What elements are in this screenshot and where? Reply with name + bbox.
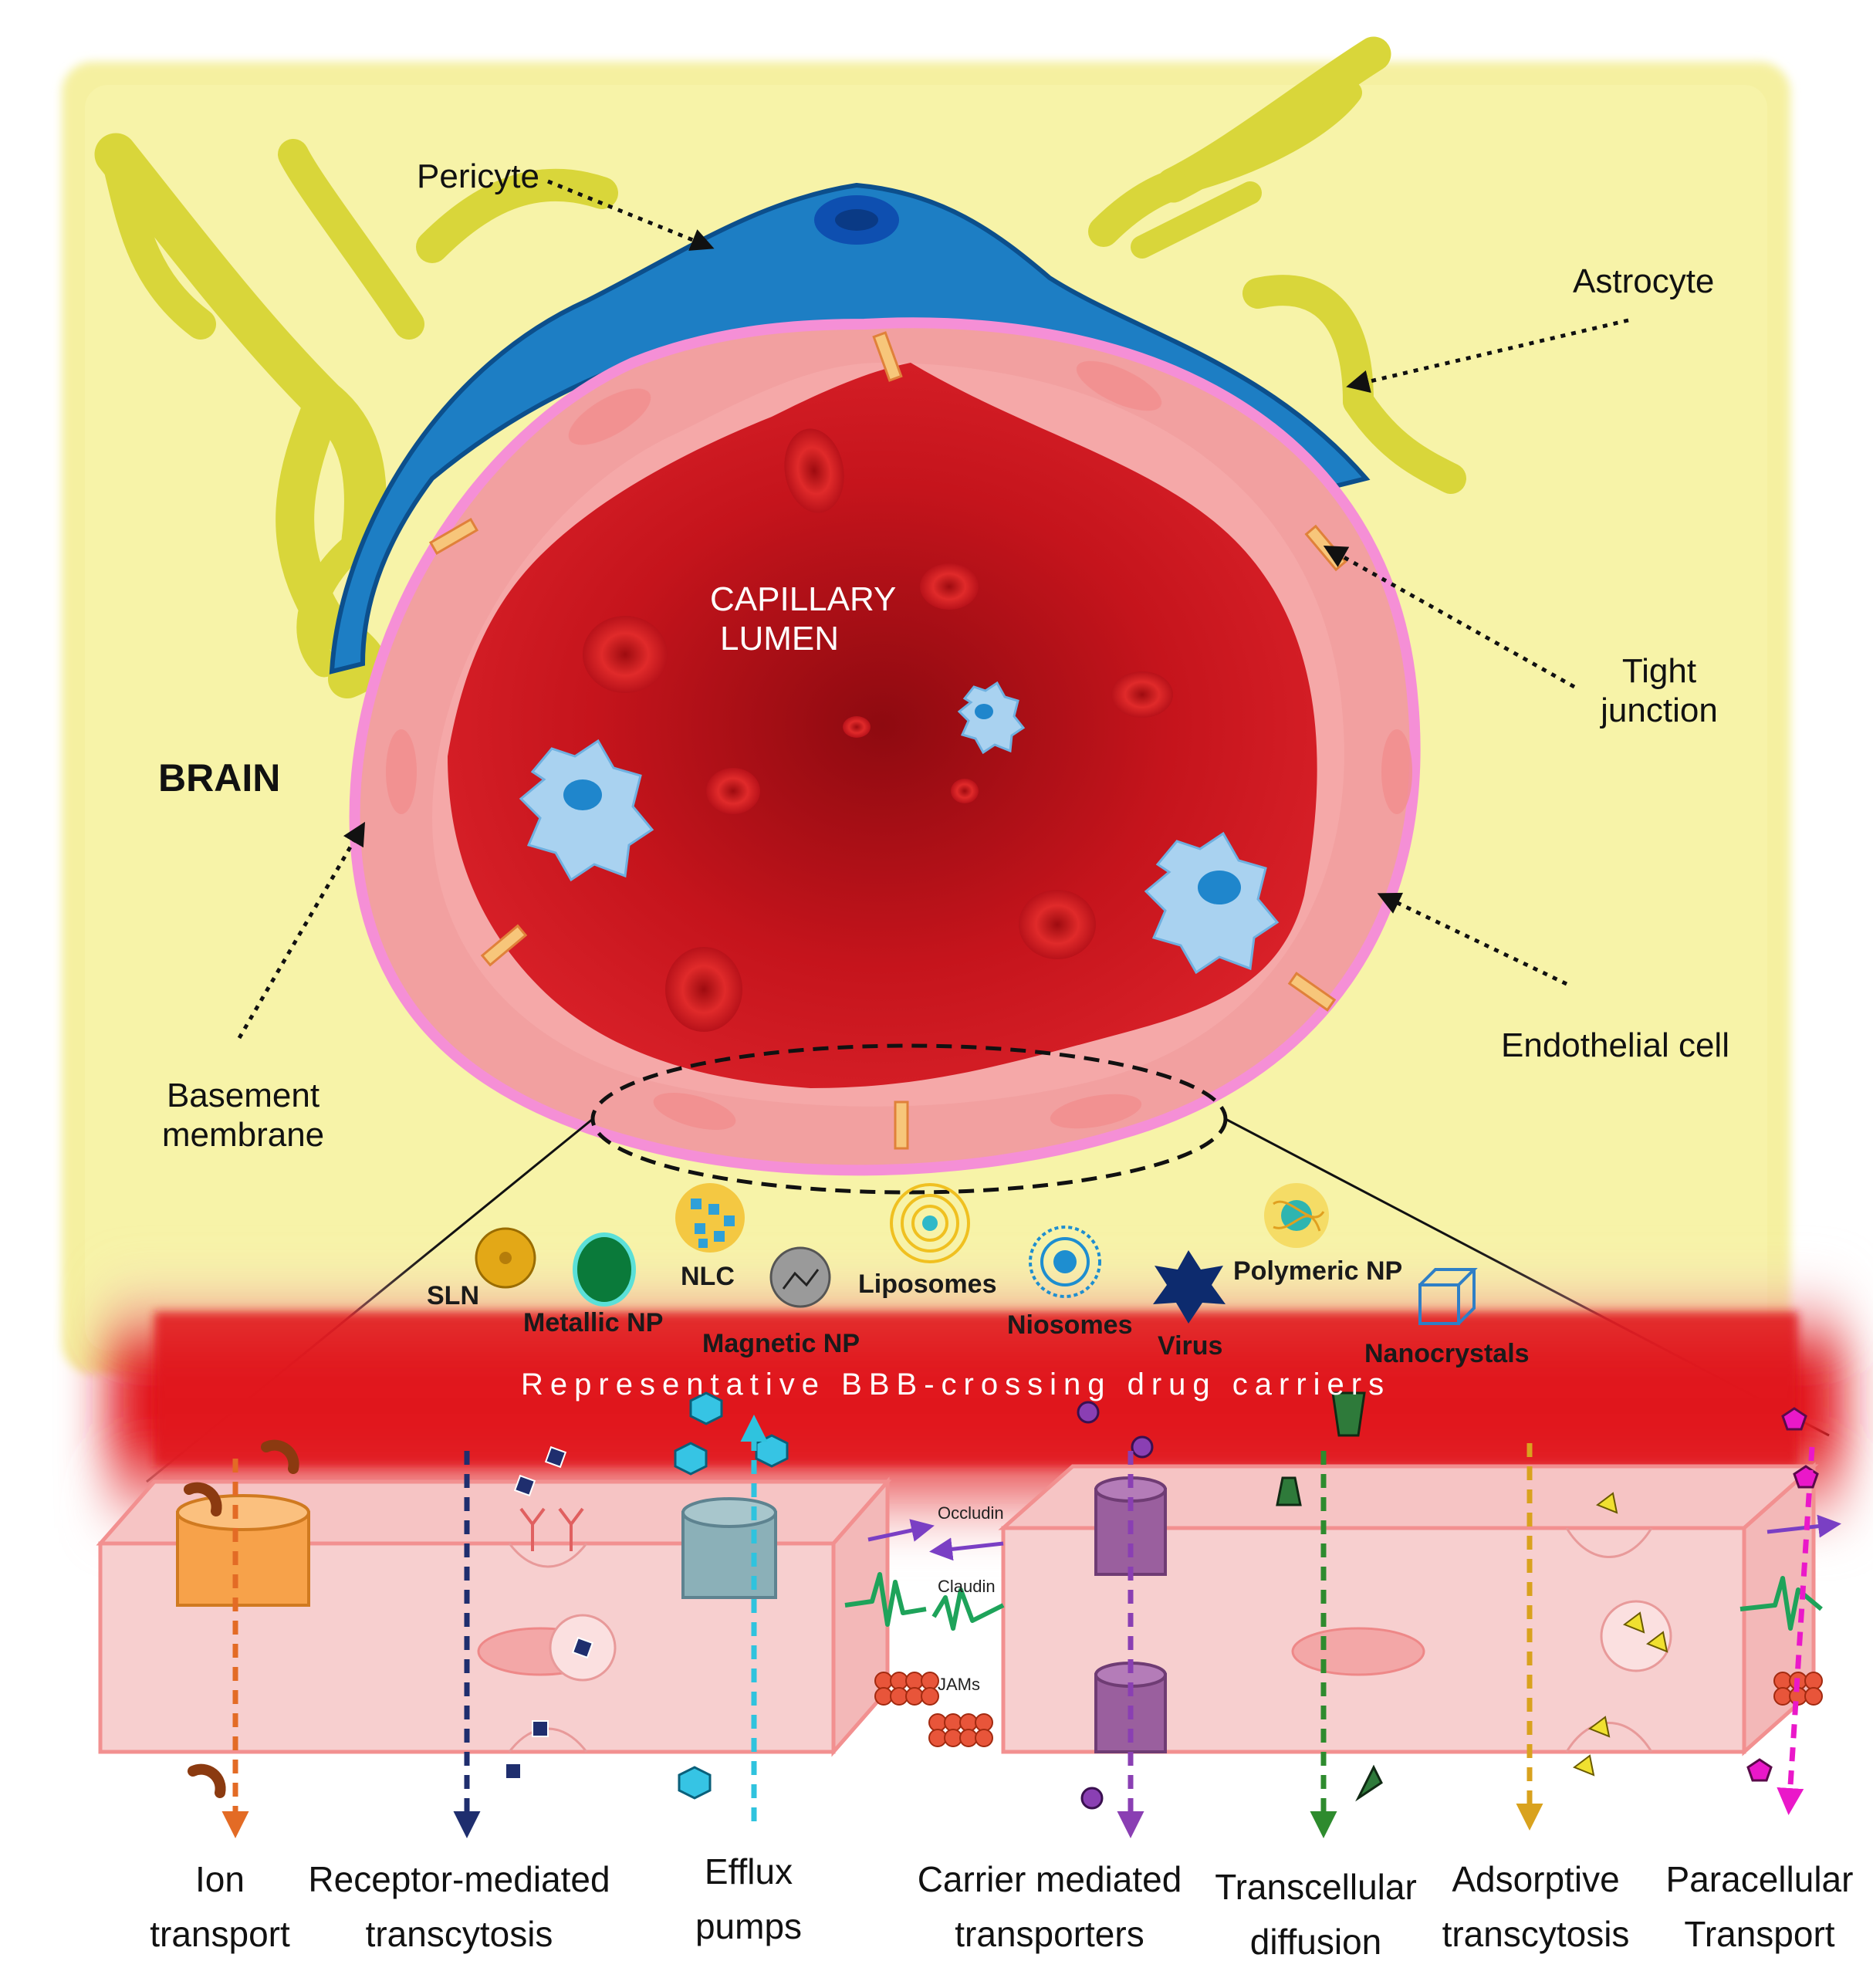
- mechanism-line1: Carrier mediated: [917, 1859, 1182, 1899]
- mechanism-carrier-mediated: Carrier mediated transporters: [911, 1852, 1188, 1963]
- metallic-np-icon: [573, 1232, 636, 1307]
- basement-membrane-line1: Basement: [166, 1077, 320, 1114]
- mechanism-line1: Receptor-mediated: [308, 1859, 610, 1899]
- endothelial-nuclei: [386, 360, 1412, 1130]
- mechanism-efflux-pumps: Efflux pumps: [679, 1844, 818, 1955]
- transcellular-molecules: [1276, 1391, 1383, 1802]
- adsorptive-molecules: [1572, 1492, 1668, 1777]
- niosomes-label: Niosomes: [1007, 1310, 1133, 1340]
- mechanism-line1: Transcellular: [1215, 1867, 1417, 1907]
- efflux-substrates: [674, 1391, 789, 1800]
- red-blood-cells: [583, 428, 1173, 1032]
- astrocyte-processes: [94, 36, 1466, 698]
- mechanism-line2: transcytosis: [365, 1914, 553, 1955]
- jams-label: JAMs: [938, 1675, 980, 1694]
- mechanism-paracellular: Paracellular Transport: [1659, 1852, 1860, 1963]
- tight-junction-label: Tight junction: [1574, 652, 1744, 730]
- liposomes-label: Liposomes: [858, 1270, 997, 1299]
- virus-label: Virus: [1158, 1331, 1223, 1361]
- brain-label: BRAIN: [158, 756, 281, 800]
- polymeric-np-icon: [1264, 1183, 1329, 1248]
- tight-junction-line1: Tight: [1621, 652, 1697, 690]
- ion-channel: [176, 1494, 310, 1607]
- virus-icon: [1153, 1250, 1226, 1324]
- receptors: [519, 1507, 584, 1551]
- metallic-np-label: Metallic NP: [523, 1308, 664, 1337]
- mechanism-line1: Efflux: [704, 1851, 793, 1892]
- basement-membrane-label: Basement membrane: [154, 1077, 332, 1155]
- paracellular-arrow: [1777, 1446, 1815, 1815]
- mechanism-line2: transport: [150, 1914, 290, 1955]
- mechanism-line1: Adsorptive: [1452, 1859, 1620, 1899]
- endothelial-cell-label: Endothelial cell: [1501, 1026, 1729, 1064]
- mechanism-line2: transcytosis: [1442, 1914, 1630, 1955]
- claudin-label: Claudin: [938, 1577, 996, 1596]
- efflux-pump-channel: [681, 1497, 777, 1599]
- mechanism-line2: transporters: [955, 1914, 1144, 1955]
- sln-label: SLN: [427, 1281, 479, 1310]
- magnetic-np-label: Magnetic NP: [702, 1329, 860, 1358]
- ions: [184, 1439, 299, 1798]
- occludin-arrows: [867, 1514, 1841, 1561]
- nlc-label: NLC: [681, 1262, 735, 1291]
- carrier-substrates: [1077, 1401, 1154, 1810]
- liposome-icon: [890, 1183, 970, 1263]
- tight-junction-line2: junction: [1601, 691, 1718, 729]
- nanocrystal-icon: [1418, 1268, 1478, 1325]
- mechanism-line1: Paracellular: [1665, 1859, 1854, 1899]
- ligand-particles: [505, 1445, 594, 1780]
- mechanism-adsorptive: Adsorptive transcytosis: [1439, 1852, 1632, 1963]
- astrocyte-label: Astrocyte: [1573, 262, 1715, 300]
- occludin-label: Occludin: [938, 1503, 1004, 1523]
- capillary-lumen: [448, 363, 1317, 1088]
- polymeric-np-label: Polymeric NP: [1233, 1256, 1403, 1286]
- mechanism-line1: Ion: [195, 1859, 245, 1899]
- pericyte-label: Pericyte: [417, 157, 539, 195]
- capillary-lumen-label: CAPILLARY LUMEN: [710, 580, 897, 658]
- mechanism-transcellular: Transcellular diffusion: [1212, 1860, 1420, 1970]
- white-blood-cells: [519, 681, 1280, 975]
- carrier-band-title: Representative BBB-crossing drug carrier…: [521, 1368, 1391, 1401]
- mechanism-line2: pumps: [695, 1906, 803, 1947]
- carrier-icons: [475, 1183, 1478, 1325]
- mechanism-ion-transport: Ion transport: [135, 1852, 305, 1963]
- capillary-lumen-line2: LUMEN: [719, 619, 840, 658]
- mechanism-arrows: [221, 1415, 1815, 1838]
- mechanism-receptor-mediated: Receptor-mediated transcytosis: [305, 1852, 614, 1963]
- pericyte: [329, 182, 1371, 674]
- mechanism-line2: Transport: [1684, 1914, 1835, 1955]
- basement-membrane-line2: membrane: [161, 1115, 325, 1154]
- mechanism-line2: diffusion: [1249, 1922, 1382, 1963]
- nanocrystals-label: Nanocrystals: [1364, 1339, 1530, 1368]
- jams: [874, 1672, 1823, 1747]
- label-pointers: [237, 179, 1629, 1040]
- tight-junctions: [428, 331, 1347, 1150]
- capillary-lumen-line1: CAPILLARY: [710, 580, 897, 618]
- niosome-icon: [1029, 1226, 1101, 1298]
- nlc-crystals: [691, 1199, 735, 1248]
